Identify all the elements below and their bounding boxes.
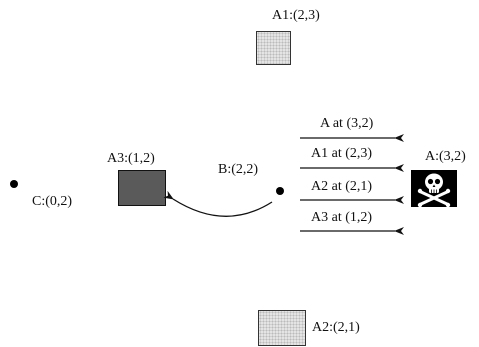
label-b: B:(2,2) — [218, 162, 259, 177]
label-a2: A2:(2,1) — [312, 320, 360, 335]
label-a1: A1:(2,3) — [272, 8, 320, 23]
node-a2-box — [258, 310, 306, 346]
message-a-at: A at (3,2) — [320, 116, 374, 131]
node-b-dot — [276, 187, 284, 195]
message-a2-at: A2 at (2,1) — [311, 179, 373, 194]
move-arrow-b-to-a3 — [163, 190, 273, 217]
skull-crossbones-icon — [411, 170, 457, 208]
label-a3: A3:(1,2) — [107, 151, 155, 166]
node-a1-box — [256, 31, 291, 65]
label-c: C:(0,2) — [32, 194, 73, 209]
node-a3-box — [118, 170, 166, 206]
message-a1-at: A1 at (2,3) — [311, 146, 373, 161]
node-c-dot — [10, 180, 18, 188]
label-a: A:(3,2) — [425, 149, 466, 164]
message-a3-at: A3 at (1,2) — [311, 210, 373, 225]
